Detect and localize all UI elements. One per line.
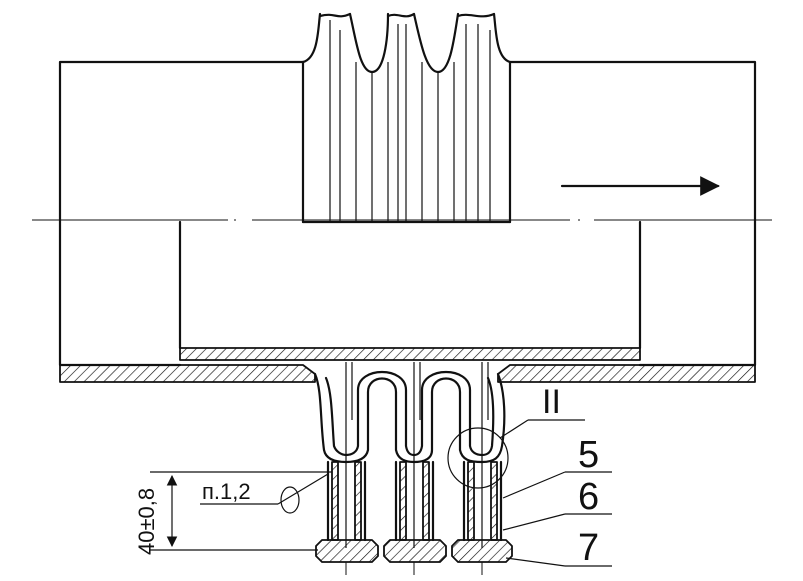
part-leaders: 5 6 7 [502, 434, 612, 569]
weld-note: п.1,2 [200, 473, 329, 514]
callout-label-6: 6 [578, 476, 599, 518]
callout-label-5: 5 [578, 434, 599, 476]
weld-note-text: п.1,2 [202, 479, 251, 504]
height-dimension: 40±0,8 [134, 471, 332, 555]
housing-outline [58, 60, 757, 367]
upper-bellows-view [301, 12, 512, 224]
lower-bellows-section [313, 362, 513, 575]
sectioned-walls [59, 347, 756, 383]
detail-callout-ii: II [447, 383, 585, 489]
callout-label-ii: II [542, 383, 561, 421]
height-dimension-text: 40±0,8 [134, 488, 159, 555]
callout-label-7: 7 [578, 527, 599, 569]
